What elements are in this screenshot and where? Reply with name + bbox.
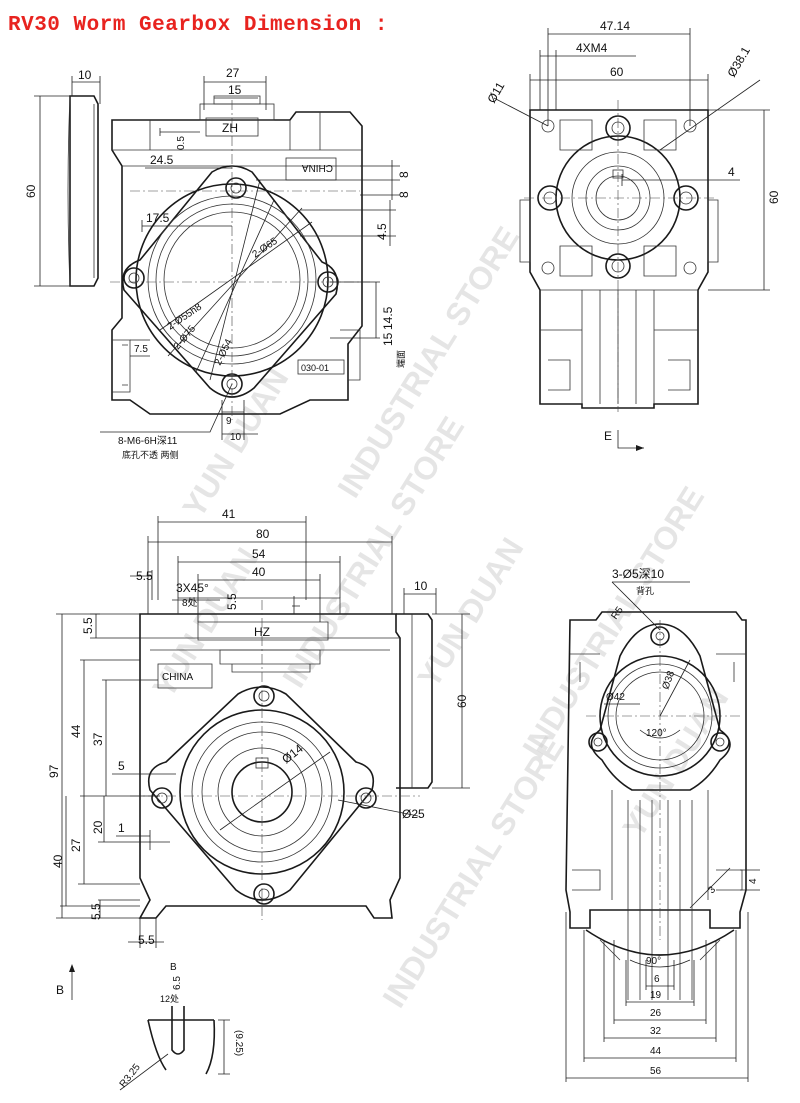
label-china: CHINA (162, 672, 193, 683)
dim-60-h: 60 (767, 190, 781, 204)
side-view-bottom-right: 3-Ø5深10 背孔 R5 Ø42 Ø38 120° 3 4 90° 6 19 … (565, 567, 760, 1082)
dim-40-v: 40 (51, 854, 65, 868)
dim-15-b: 15 (381, 332, 395, 346)
dim-15: 15 (228, 83, 242, 97)
dim-17-5: 17.5 (146, 211, 170, 225)
detail-b-title: B (170, 962, 177, 973)
dim-10-b: 10 (230, 432, 242, 443)
dim-60: 60 (455, 694, 469, 708)
dim-56: 56 (650, 1066, 662, 1077)
hole-note: 背孔 (636, 585, 654, 596)
watermark-text: YUN DUAN (615, 681, 735, 843)
dim-37: 37 (91, 732, 105, 746)
label-china: CHINA (302, 162, 333, 173)
dim-10: 10 (414, 579, 428, 593)
dim-26: 26 (650, 1008, 662, 1019)
dim-44: 44 (69, 724, 83, 738)
dim-27: 27 (69, 838, 83, 852)
dia-38-1: Ø38.1 (724, 44, 753, 80)
dia-42: Ø42 (606, 692, 625, 703)
front-view-top-left: CHINA 030-01 ZH 10 27 15 0.5 24.5 60 8 8… (24, 66, 411, 460)
top-view-top-right: 47.14 4XM4 60 60 4 Ø11 Ø38.1 E (484, 19, 781, 451)
dim-5-5-b: 5.5 (225, 593, 239, 610)
chamfer: 3X45° (176, 581, 209, 595)
dim-20: 20 (91, 820, 105, 834)
dia-14: Ø14 (279, 741, 306, 766)
dim-1: 1 (118, 821, 125, 835)
page-title: RV30 Worm Gearbox Dimension : (8, 14, 388, 37)
dim-0-5: 0.5 (176, 136, 187, 150)
dim-10: 10 (78, 68, 92, 82)
watermark-text: YUN DUAN (410, 531, 530, 693)
dim-4xm4: 4XM4 (576, 41, 608, 55)
dim-54: 54 (252, 547, 266, 561)
dim-80: 80 (256, 527, 270, 541)
dim-4: 4 (748, 878, 759, 884)
dim-32: 32 (650, 1026, 662, 1037)
dia-25: Ø25 (402, 807, 425, 821)
dim-41: 41 (222, 507, 236, 521)
label-model: 030-01 (301, 363, 329, 373)
dim-6: 6 (654, 974, 660, 985)
dim-8-a: 8 (397, 171, 411, 178)
dim-5-5-a: 5.5 (136, 569, 153, 583)
dim-9: 9 (226, 416, 232, 427)
holes-label: 3-Ø5深10 (612, 567, 664, 581)
detail-note: 12处 (160, 993, 179, 1004)
dim-4-5: 4.5 (375, 223, 389, 240)
dim-24-5: 24.5 (150, 153, 174, 167)
dim-4: 4 (728, 165, 735, 179)
section-e: E (604, 429, 612, 443)
section-b: B (56, 983, 64, 997)
dim-7-5: 7.5 (134, 344, 148, 355)
dim-60: 60 (24, 184, 38, 198)
dia-11: Ø11 (484, 79, 507, 105)
dim-5-5-d: 5.5 (89, 903, 103, 920)
thread-note: 底孔不透 两侧 (122, 449, 179, 460)
dim-9-25: (9.25) (233, 1030, 244, 1056)
thread-label: 8-M6-6H深11 (118, 435, 178, 447)
dim-60-w: 60 (610, 65, 624, 79)
chamfer-note: 8处 (182, 597, 198, 609)
angle-90: 90° (646, 956, 661, 967)
front-view-bottom-left: HZ CHINA 41 80 54 40 5.5 3X45° 8处 (47, 507, 470, 1000)
dim-5: 5 (118, 759, 125, 773)
dim-5-5-c: 5.5 (81, 617, 95, 634)
dim-47-14: 47.14 (600, 19, 630, 33)
dim-44: 44 (650, 1046, 662, 1057)
dim-40: 40 (252, 565, 266, 579)
dim-97: 97 (47, 764, 61, 778)
dim-14-5: 14.5 (381, 306, 395, 330)
angle-120: 120° (646, 728, 667, 739)
detail-b: B 6.5 12处 R3.25 (9.25) (118, 962, 244, 1091)
label-zh: ZH (222, 121, 238, 135)
dim-19: 19 (650, 990, 662, 1001)
dim-6-5: 6.5 (172, 976, 183, 990)
dim-8-b: 8 (397, 191, 411, 198)
dim-27: 27 (226, 66, 240, 80)
watermark-text: INDUSTRIAL STORE (375, 730, 571, 1013)
dim-5-5-e: 5.5 (138, 933, 155, 947)
side-note: 端面 (395, 350, 406, 368)
